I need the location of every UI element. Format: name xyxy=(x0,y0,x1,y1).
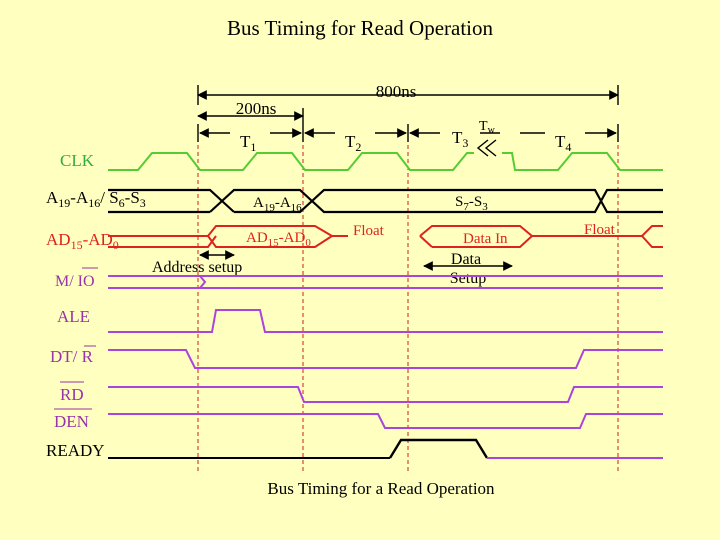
clk-waveform xyxy=(108,152,663,171)
s7-s3-bus-label: S7-S3 xyxy=(455,194,488,213)
state-t1: T1 xyxy=(240,132,256,154)
rd-waveform xyxy=(108,386,663,403)
float-label-1: Float xyxy=(353,223,385,239)
mio-label: M/ IO xyxy=(55,273,95,290)
rd-label: RD xyxy=(60,385,84,404)
diagram-title: Bus Timing for Read Operation xyxy=(227,16,493,40)
duration-800ns-label: 800ns xyxy=(376,82,417,101)
a19-a16-bus-label: A19-A16 xyxy=(253,195,302,214)
ale-label: ALE xyxy=(57,307,90,326)
state-boundaries xyxy=(197,124,619,157)
ad-bus-label: AD15-AD0 xyxy=(246,230,311,249)
duration-800ns: 800ns xyxy=(197,82,619,105)
state-t4: T4 xyxy=(555,132,571,154)
state-t3: T3 xyxy=(452,128,468,150)
den-waveform xyxy=(108,413,663,429)
a19-a16-label: A19-A16/ S6-S3 xyxy=(46,188,146,210)
a19-a16-waveform xyxy=(108,188,663,214)
data-setup-label-2: Setup xyxy=(450,270,486,287)
dtr-waveform xyxy=(108,349,663,369)
ad15-ad0-label: AD15-AD0 xyxy=(46,230,119,252)
address-setup-label: Address setup xyxy=(152,259,242,276)
dtr-label: DT/ R xyxy=(50,347,94,366)
clk-label: CLK xyxy=(60,151,95,170)
state-t2: T2 xyxy=(345,132,361,154)
ale-waveform xyxy=(108,309,663,333)
ready-waveform xyxy=(108,438,663,459)
float-label-2: Float xyxy=(584,222,616,238)
data-in-label: Data In xyxy=(463,231,508,247)
den-label: DEN xyxy=(54,412,89,431)
duration-200ns: 200ns xyxy=(197,99,304,124)
mio-waveform xyxy=(108,275,663,289)
diagram-caption: Bus Timing for a Read Operation xyxy=(267,479,495,498)
ready-label: READY xyxy=(46,441,105,460)
duration-200ns-label: 200ns xyxy=(236,99,277,118)
state-tw: Tw xyxy=(479,119,496,136)
state-guides xyxy=(197,145,619,472)
ad15-ad0-waveform xyxy=(108,225,663,248)
